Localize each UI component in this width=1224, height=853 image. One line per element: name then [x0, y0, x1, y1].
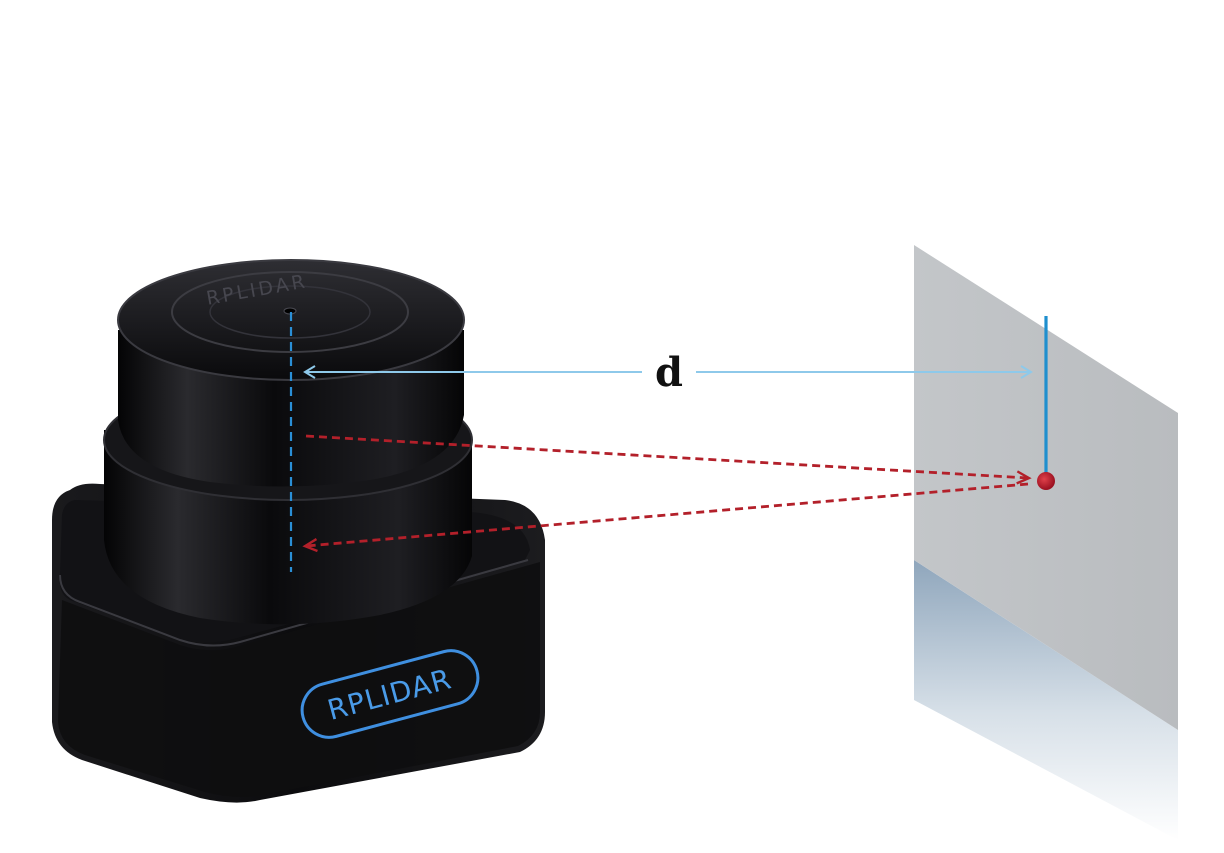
measurement-overlay: d: [289, 312, 1055, 572]
laser-beam-reflected: [302, 482, 1029, 553]
cap-inner-ring: [171, 271, 409, 353]
logo-pill: [300, 649, 480, 739]
lidar-device: RPLIDAR RPLIDAR: [52, 259, 545, 803]
device-base-edge-highlight: [59, 559, 529, 647]
cap-inner-ring-2: [209, 285, 371, 339]
distance-label: d: [655, 349, 683, 396]
device-base-front-face: [58, 562, 540, 797]
wall-shadow: [914, 560, 1178, 840]
target-point: [1037, 472, 1055, 490]
laser-beam-outgoing: [305, 434, 1032, 485]
